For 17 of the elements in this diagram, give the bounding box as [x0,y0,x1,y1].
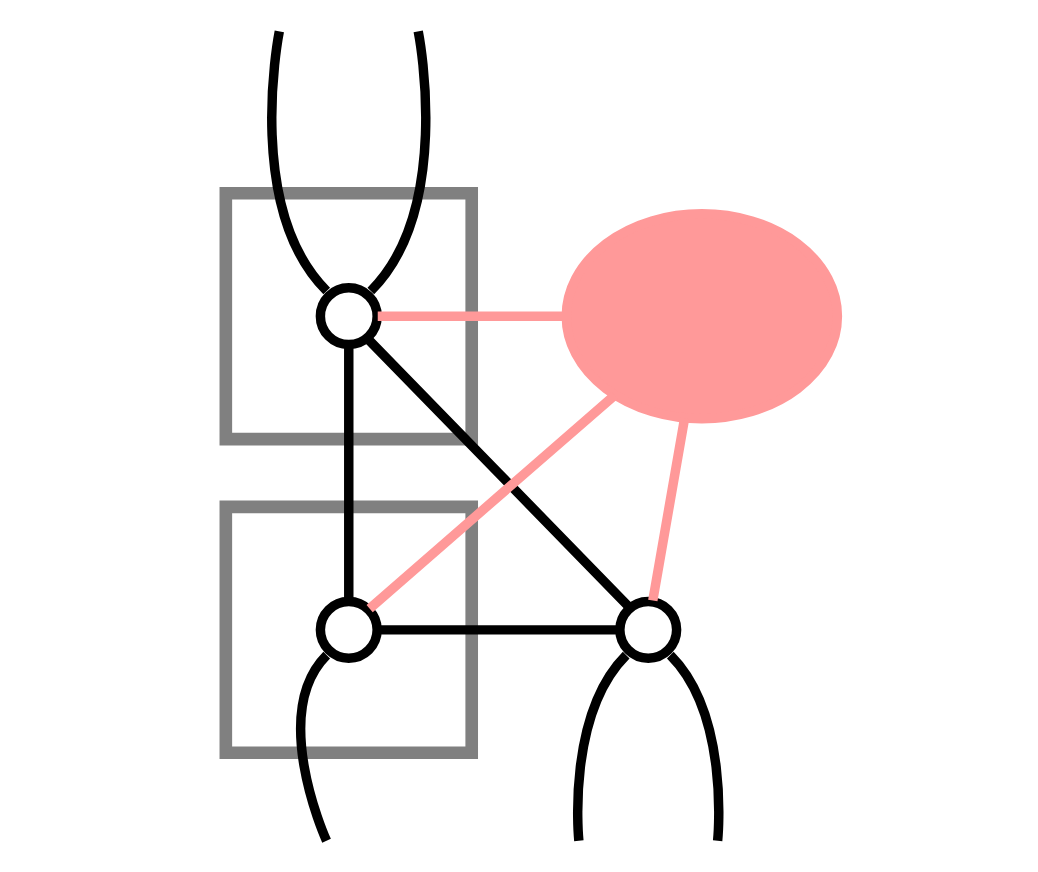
connector [267,30,331,294]
connector [366,391,618,613]
cluster [219,500,478,760]
connector [573,652,630,842]
connector [378,625,620,635]
connector [666,652,724,842]
node-circle [615,596,682,663]
connector [648,417,690,602]
connector [344,345,354,602]
connector [296,652,331,843]
node-circle [315,596,382,663]
connector [367,30,431,294]
connector [364,335,633,611]
cluster [219,186,478,446]
connector [377,311,566,321]
node-cloud [561,209,843,424]
node-circle [315,283,382,350]
